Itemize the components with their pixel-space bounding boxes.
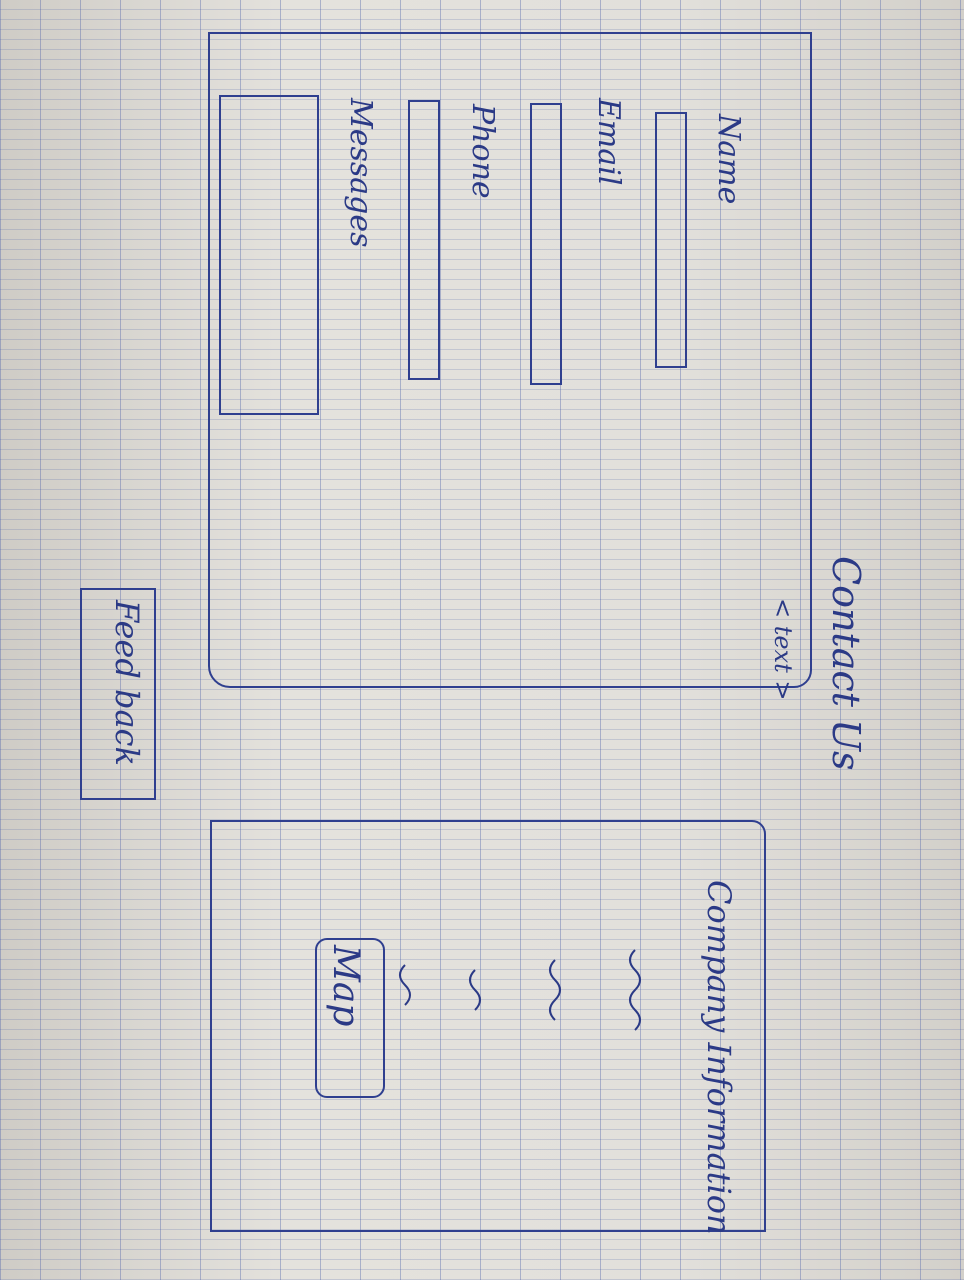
contact-form-panel <box>208 32 812 688</box>
name-field[interactable] <box>655 112 687 368</box>
page-title: Contact Us <box>824 556 868 771</box>
company-info-title: Company Information <box>700 880 738 1235</box>
email-label: Email <box>591 98 626 186</box>
messages-label: Messages <box>343 98 378 248</box>
messages-field[interactable] <box>219 95 319 415</box>
page-subtitle: < text > <box>769 598 797 701</box>
feedback-button[interactable] <box>80 588 156 800</box>
phone-label: Phone <box>465 104 500 199</box>
email-field[interactable] <box>530 103 562 385</box>
feedback-button-label: Feed back <box>108 600 146 766</box>
company-info-panel <box>210 820 766 1232</box>
phone-field[interactable] <box>408 100 440 380</box>
placeholder-text-lines <box>399 949 641 1031</box>
map-label: Map <box>325 945 366 1027</box>
map-box[interactable] <box>315 938 385 1098</box>
name-label: Name <box>711 114 746 205</box>
